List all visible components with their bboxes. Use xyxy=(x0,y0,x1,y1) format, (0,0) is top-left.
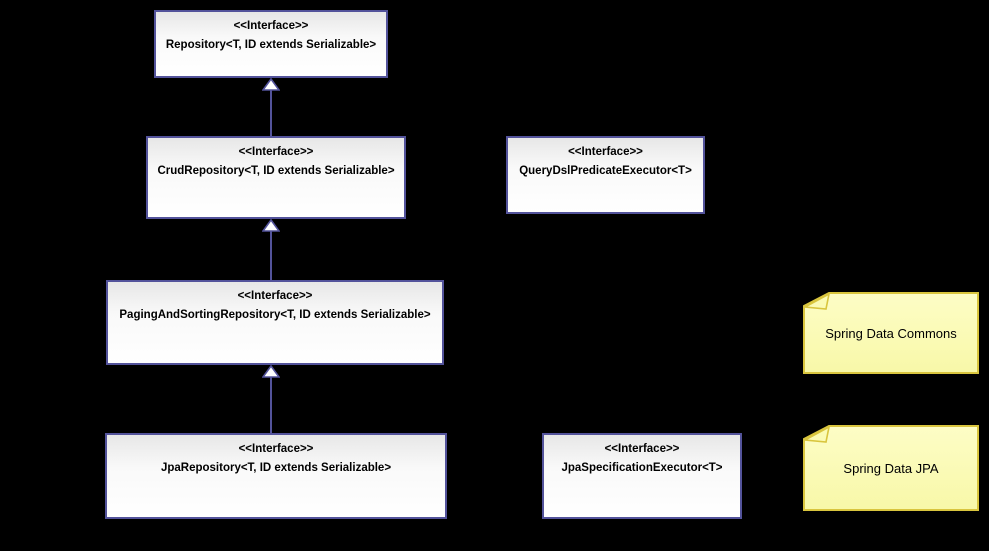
arrow-shaft xyxy=(270,90,272,136)
note-fold-icon xyxy=(803,292,831,310)
note-spring-data-jpa: Spring Data JPA xyxy=(803,425,979,511)
stereotype-label: <<Interface>> xyxy=(238,443,314,455)
interface-name: Repository<T, ID extends Serializable> xyxy=(165,39,377,51)
interface-name: QueryDslPredicateExecutor<T> xyxy=(519,165,692,177)
stereotype-label: <<Interface>> xyxy=(237,290,313,302)
note-text: Spring Data Commons xyxy=(825,325,957,341)
stereotype-label: <<Interface>> xyxy=(233,20,309,32)
stereotype-label: <<Interface>> xyxy=(568,146,643,158)
interface-repository: <<Interface>> Repository<T, ID extends S… xyxy=(154,10,388,78)
stereotype-label: <<Interface>> xyxy=(238,146,314,158)
arrow-shaft xyxy=(270,377,272,433)
note-fold-icon xyxy=(803,425,831,443)
interface-jparepository: <<Interface>> JpaRepository<T, ID extend… xyxy=(105,433,447,519)
stereotype-label: <<Interface>> xyxy=(604,443,680,455)
note-spring-data-commons: Spring Data Commons xyxy=(803,292,979,374)
arrow-shaft xyxy=(270,231,272,280)
note-text: Spring Data JPA xyxy=(843,460,939,476)
interface-jpaspecificationexecutor: <<Interface>> JpaSpecificationExecutor<T… xyxy=(542,433,742,519)
interface-name: PagingAndSortingRepository<T, ID extends… xyxy=(119,309,431,321)
note-shape xyxy=(803,292,979,374)
interface-pagingandsortingrepository: <<Interface>> PagingAndSortingRepository… xyxy=(106,280,444,365)
note-shape xyxy=(803,425,979,511)
interface-name: CrudRepository<T, ID extends Serializabl… xyxy=(157,165,395,177)
interface-name: JpaRepository<T, ID extends Serializable… xyxy=(160,462,392,474)
interface-name: JpaSpecificationExecutor<T> xyxy=(561,462,723,474)
interface-querydslpredicateexecutor: <<Interface>> QueryDslPredicateExecutor<… xyxy=(506,136,705,214)
interface-crudrepository: <<Interface>> CrudRepository<T, ID exten… xyxy=(146,136,406,219)
